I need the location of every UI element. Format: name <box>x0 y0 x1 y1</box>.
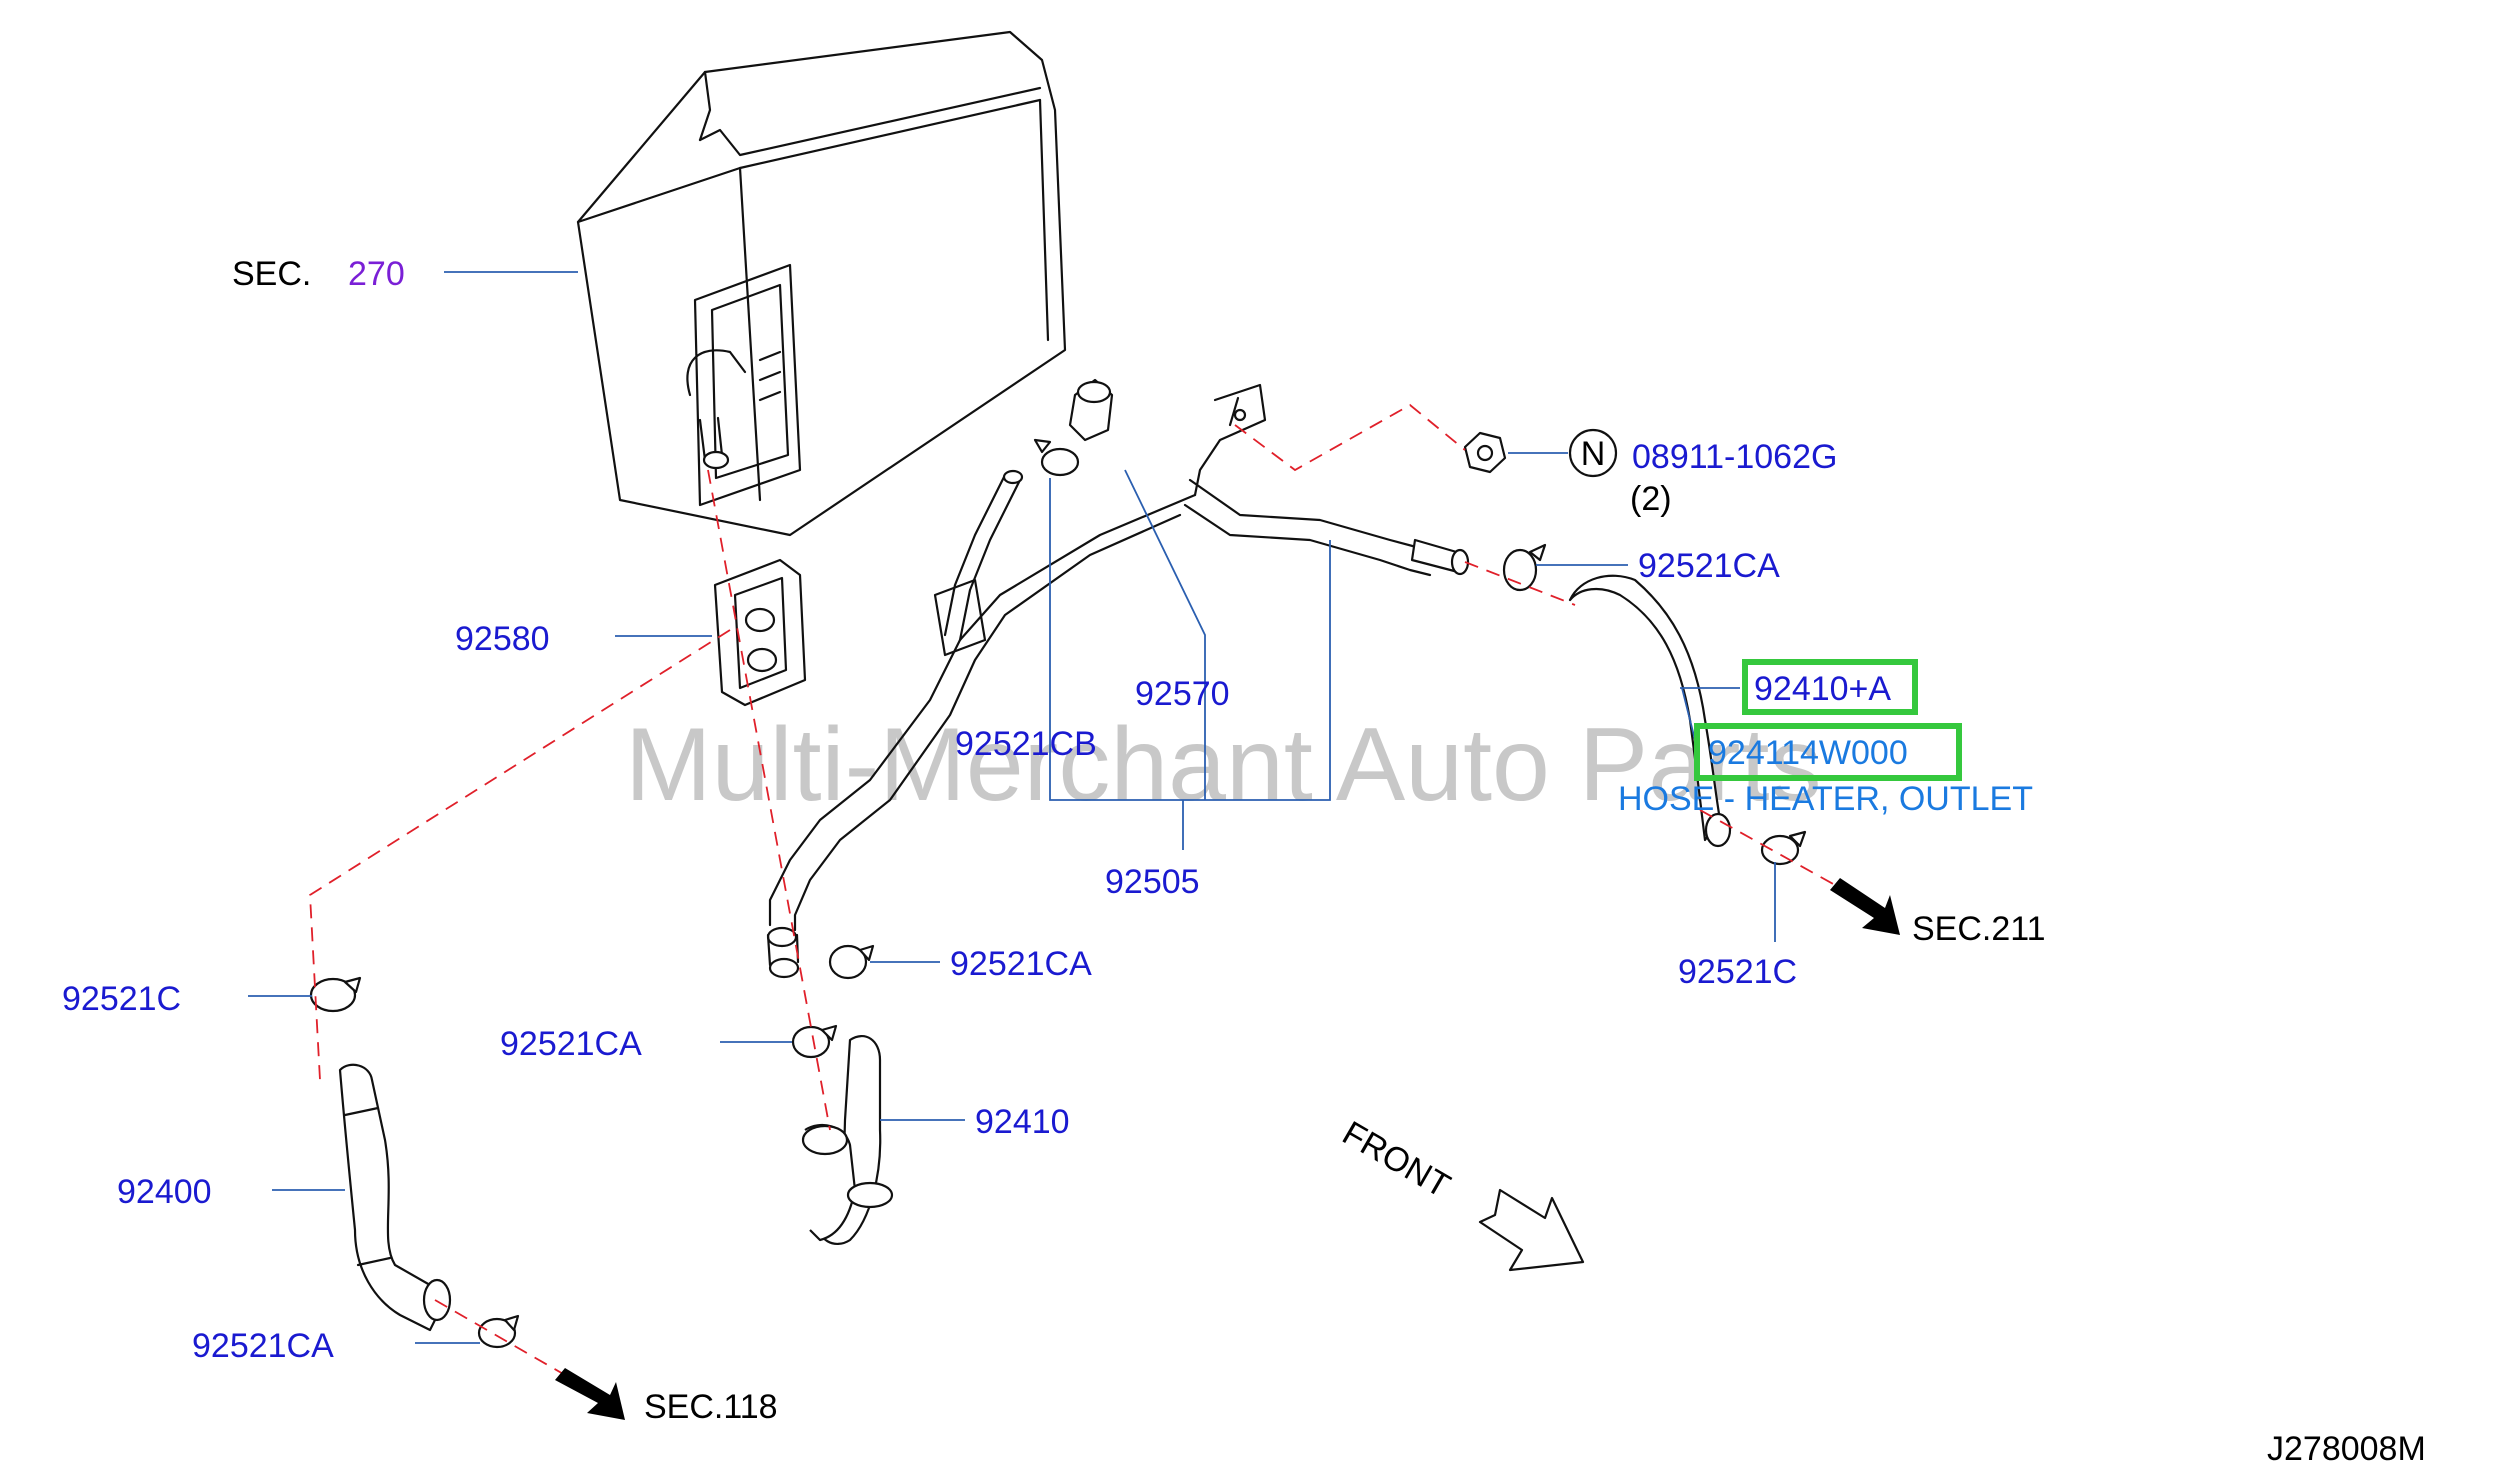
sec118-label[interactable]: SEC.118 <box>644 1388 778 1426</box>
hose-92410-drawing <box>801 1035 894 1246</box>
nut-symbol: N <box>1568 428 1618 478</box>
sec118-arrow <box>555 1368 625 1420</box>
clamp-92521ca-top <box>1502 543 1547 592</box>
hose-92410a-drawing <box>1568 574 1732 848</box>
heater-unit-drawing <box>576 30 1067 537</box>
watermark: Multi-Merchant Auto Parts <box>625 707 1821 823</box>
leader-lines <box>248 271 1776 1344</box>
part-92400[interactable]: 92400 <box>117 1173 212 1211</box>
part-92410[interactable]: 92410 <box>975 1103 1070 1141</box>
sec211-label[interactable]: SEC.211 <box>1912 910 2046 948</box>
part-92521c-right[interactable]: 92521C <box>1678 953 1797 991</box>
clamp-92521c-right <box>1760 830 1807 866</box>
part-08911-qty: (2) <box>1630 480 1672 518</box>
diagram-id: J278008M <box>2267 1430 2426 1468</box>
hose-92400-drawing <box>338 1063 452 1332</box>
front-arrow <box>1478 1188 1585 1272</box>
clamp-92521ca-mid1 <box>828 944 875 980</box>
part-92570[interactable]: 92570 <box>1135 675 1230 713</box>
part-92521ca-mid1[interactable]: 92521CA <box>950 945 1092 983</box>
front-label: FRONT <box>1336 1114 1456 1205</box>
hose-description: HOSE - HEATER, OUTLET <box>1618 780 2033 818</box>
part-92505[interactable]: 92505 <box>1105 863 1200 901</box>
nut-drawing <box>1463 431 1507 474</box>
clamp-92521ca-mid2 <box>791 1024 838 1059</box>
part-92410a[interactable]: 92410+A <box>1754 670 1891 708</box>
gasket-92580-drawing <box>713 558 807 707</box>
clamp-92521c-left <box>309 976 362 1013</box>
part-92521ca-mid2[interactable]: 92521CA <box>500 1025 642 1063</box>
part-92521ca-top[interactable]: 92521CA <box>1638 547 1780 585</box>
sec270-link[interactable]: 270 <box>348 255 405 293</box>
part-924114w000[interactable]: 924114W000 <box>1708 734 1908 772</box>
part-08911-1062g[interactable]: 08911-1062G <box>1632 438 1837 476</box>
clamp-drawings <box>309 438 1807 1349</box>
cap-92570-drawing <box>1068 378 1114 442</box>
sec211-arrow <box>1830 878 1900 935</box>
sec270-prefix: SEC. <box>232 255 311 293</box>
part-92521ca-bottom[interactable]: 92521CA <box>192 1327 334 1365</box>
svg-text:N: N <box>1581 435 1606 473</box>
part-92521c-left[interactable]: 92521C <box>62 980 181 1018</box>
highlight-924114w000 <box>1694 723 1962 781</box>
clamp-92521ca-bottom <box>477 1314 520 1349</box>
clamp-92521cb <box>1033 438 1080 477</box>
part-92521cb[interactable]: 92521CB <box>955 725 1097 763</box>
highlight-92410a <box>1742 659 1918 715</box>
part-92580[interactable]: 92580 <box>455 620 550 658</box>
centerlines <box>309 403 1836 1376</box>
